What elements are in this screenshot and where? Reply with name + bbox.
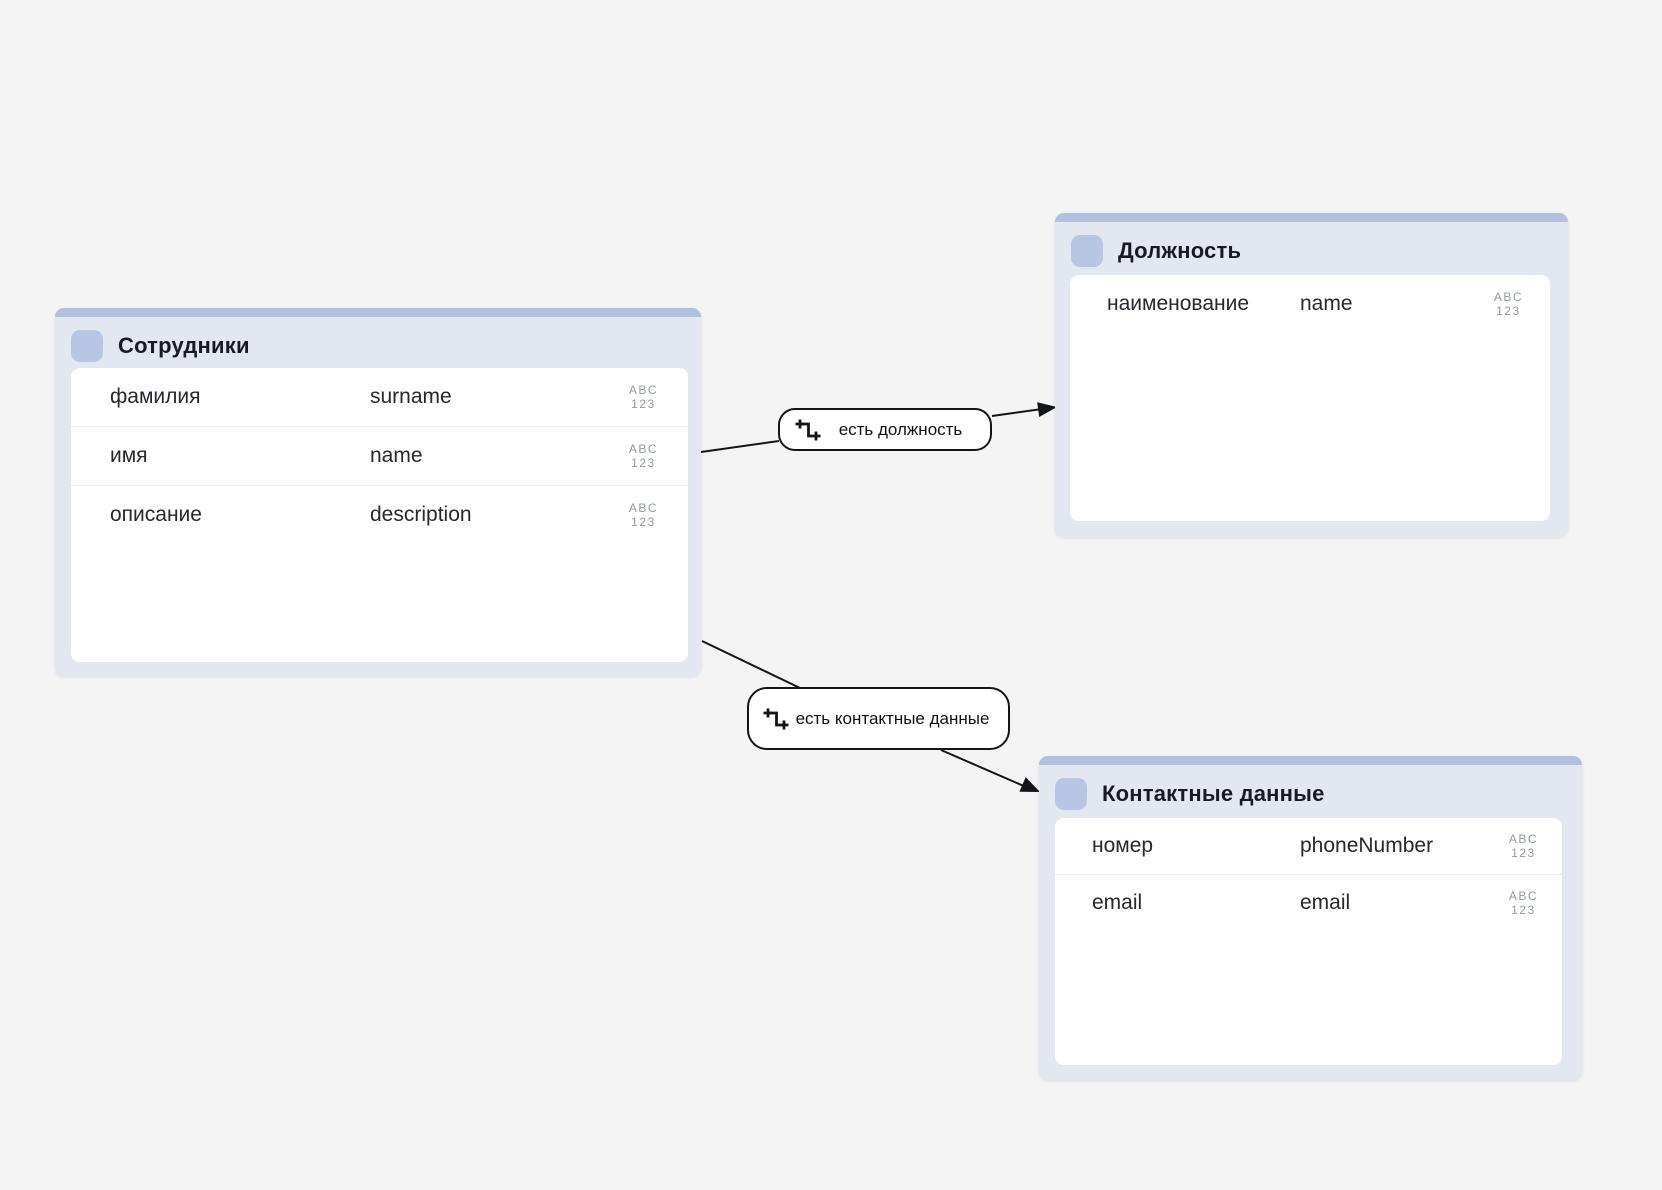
field-name: номер xyxy=(1092,834,1154,857)
field-name: описание xyxy=(110,503,202,526)
entity-title: Сотрудники xyxy=(118,333,250,358)
card-topbar xyxy=(1055,213,1568,222)
field-key: description xyxy=(370,503,472,526)
relationship-pill-has-position[interactable]: есть должность xyxy=(778,408,992,451)
field-key: email xyxy=(1300,891,1351,914)
field-key: phoneNumber xyxy=(1300,834,1434,857)
field-name: email xyxy=(1092,891,1143,914)
field-key: name xyxy=(1300,292,1353,315)
relationship-step-icon xyxy=(763,708,789,729)
field-key: surname xyxy=(370,385,452,408)
field-name: наименование xyxy=(1107,292,1250,315)
relationship-pill-has-contacts[interactable]: есть контактные данные xyxy=(747,687,1010,750)
card-header: Сотрудники xyxy=(55,317,701,362)
entity-icon xyxy=(1071,235,1103,267)
entity-title: Должность xyxy=(1118,238,1242,263)
field-name: фамилия xyxy=(110,385,201,408)
arrowhead-icon xyxy=(1019,777,1040,792)
field-name: имя xyxy=(110,444,148,467)
entity-icon xyxy=(1055,778,1087,810)
relationship-step-icon xyxy=(795,419,821,440)
field-key: name xyxy=(370,444,423,467)
entity-icon xyxy=(71,330,103,362)
relationship-label: есть должность xyxy=(838,419,963,439)
card-header: Контактные данные xyxy=(1039,765,1582,810)
relationship-label: есть контактные данные xyxy=(795,708,990,728)
card-topbar xyxy=(55,308,701,317)
card-header: Должность xyxy=(1055,222,1568,267)
card-topbar xyxy=(1039,756,1582,765)
entity-title: Контактные данные xyxy=(1102,781,1325,806)
